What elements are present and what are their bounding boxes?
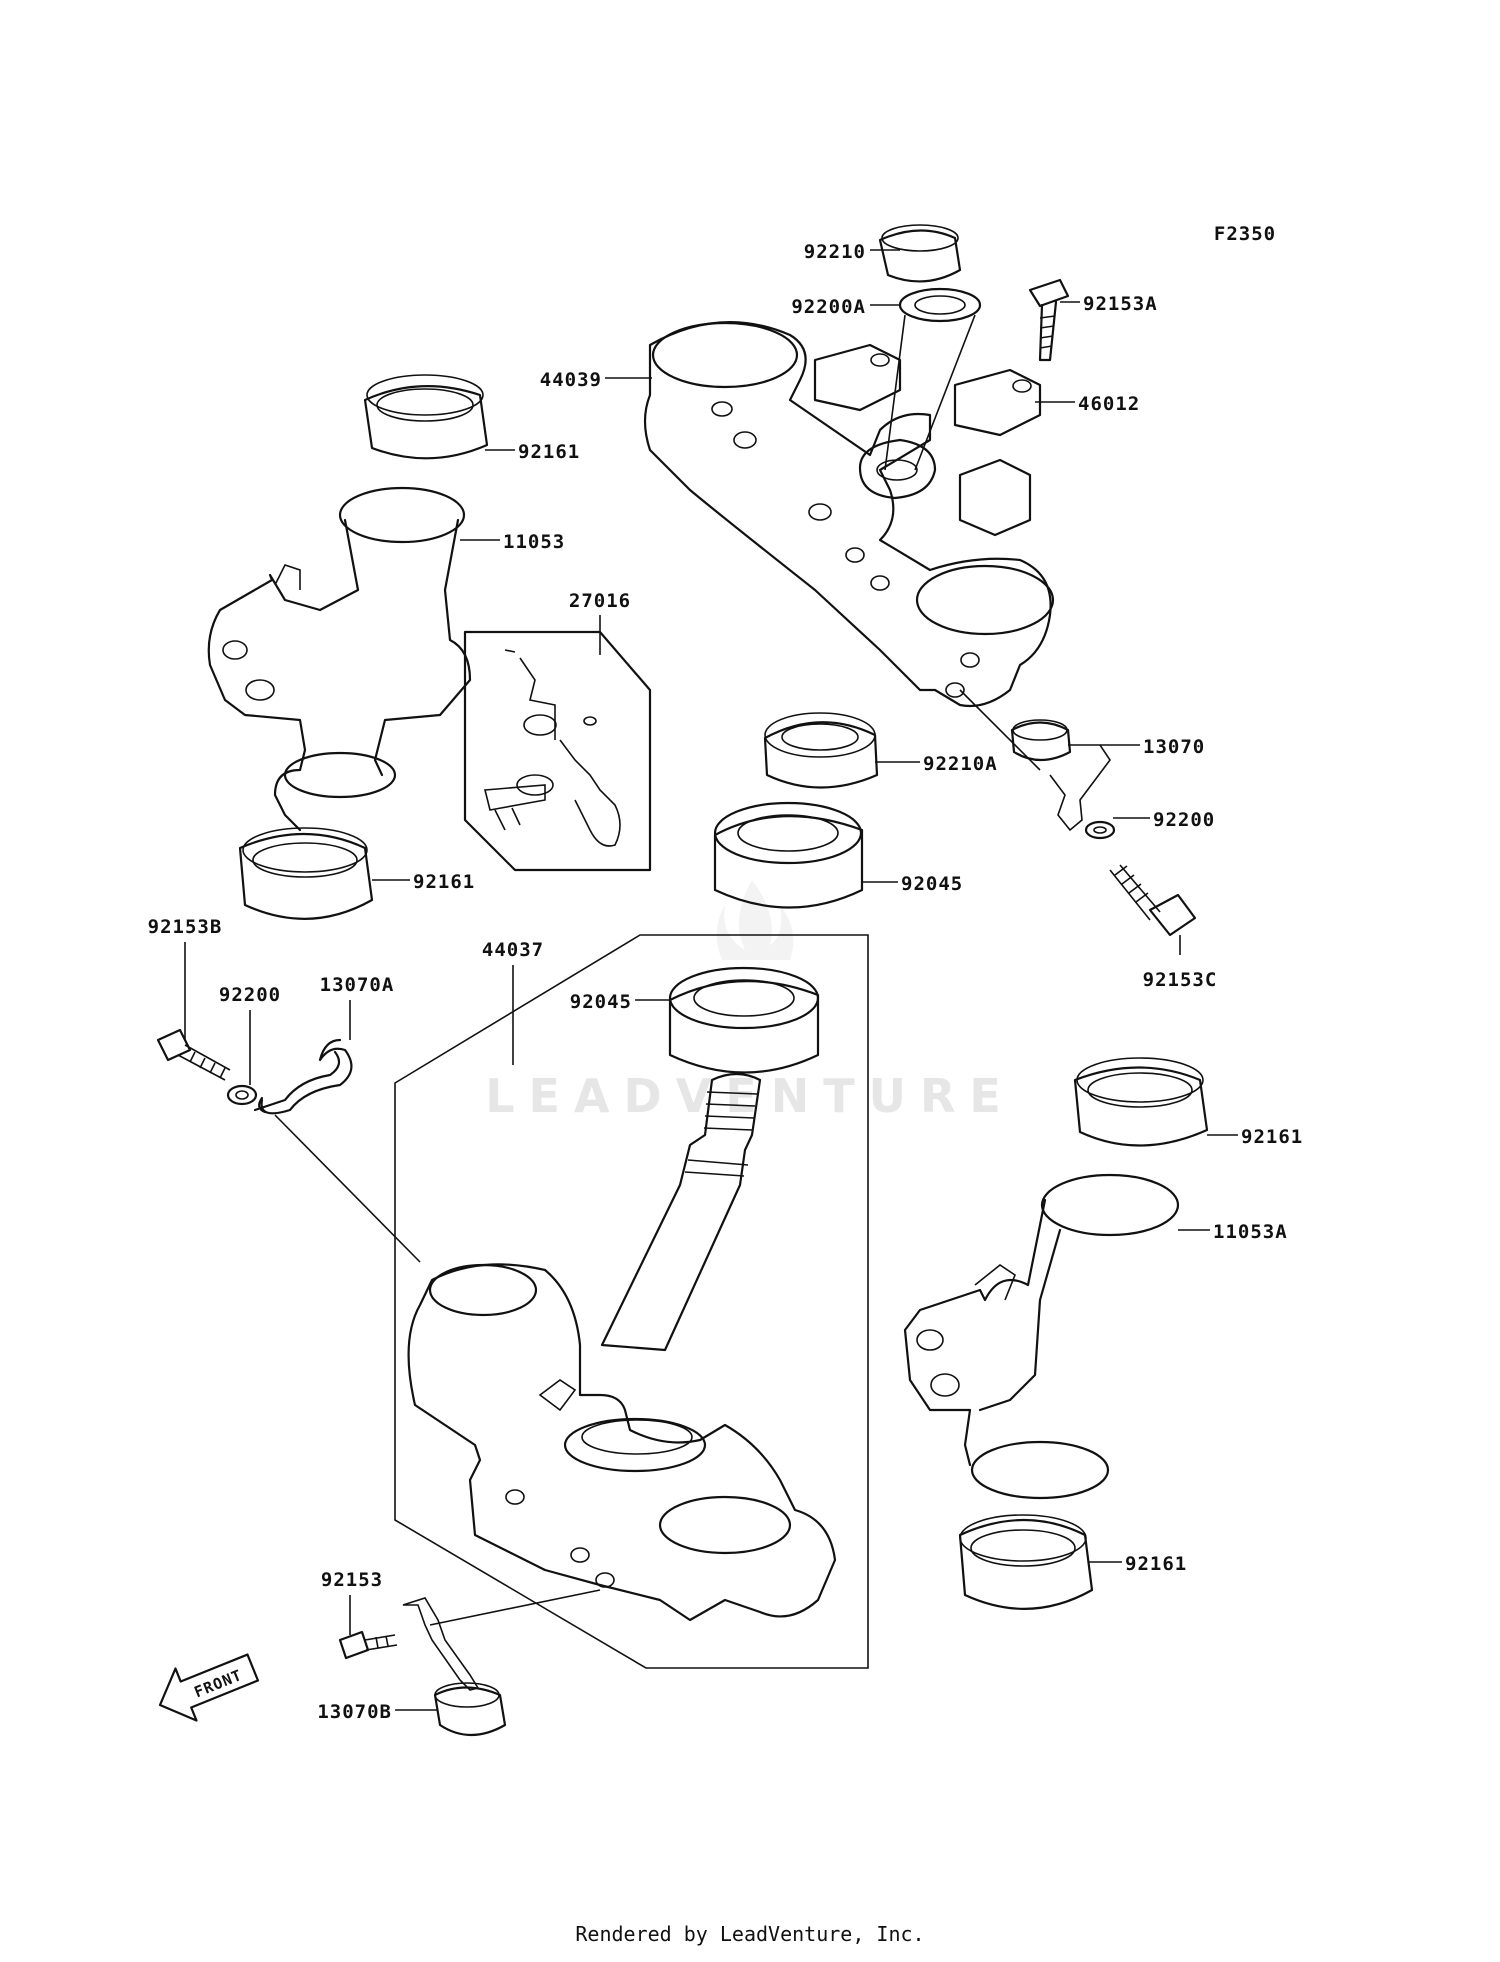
seal-92161-upper-right (1073, 1057, 1209, 1147)
bolt-92153 (338, 1630, 398, 1660)
bracket-11053A (903, 1173, 1180, 1500)
guide-13070B (402, 1589, 601, 1736)
bolt-92153B (156, 1028, 231, 1081)
label-11053: 11053 (503, 531, 565, 553)
bearing-92045-upper (713, 801, 864, 909)
bolt-92153C (1109, 864, 1197, 937)
seal-92161-lower-right (958, 1514, 1094, 1610)
label-92161-d: 92161 (1125, 1553, 1187, 1575)
label-92153A: 92153A (1083, 293, 1158, 315)
label-92045-a: 92045 (901, 873, 963, 895)
guide-13070 (959, 689, 1111, 832)
footer-credit: Rendered by LeadVenture, Inc. (575, 1922, 925, 1946)
label-44039: 44039 (540, 369, 602, 391)
label-92153C: 92153C (1143, 969, 1218, 991)
seal-92161-top-left (363, 374, 489, 460)
label-27016: 27016 (569, 590, 631, 612)
label-46012: 46012 (1078, 393, 1140, 415)
label-92200-a: 92200 (1153, 809, 1215, 831)
bracket-11053 (207, 486, 472, 832)
upper-triple-clamp-44039 (643, 321, 1055, 708)
label-92161-a: 92161 (518, 441, 580, 463)
bolt-92153A (1028, 278, 1070, 362)
label-92045-b: 92045 (570, 991, 632, 1013)
part-labels: 92210 92200A 92153A 44039 46012 92161 11… (148, 241, 1303, 1723)
label-92153: 92153 (321, 1569, 383, 1591)
washer-92200-right (1084, 820, 1116, 840)
label-92210: 92210 (804, 241, 866, 263)
watermark-logo-icon (716, 880, 794, 960)
seal-92161-mid-left (238, 827, 374, 920)
label-92200A: 92200A (791, 296, 866, 318)
label-92153B: 92153B (148, 916, 223, 938)
lower-triple-clamp-44037 (394, 934, 869, 1669)
label-92200-b: 92200 (219, 984, 281, 1006)
label-13070B: 13070B (317, 1701, 392, 1723)
label-92161-b: 92161 (413, 871, 475, 893)
locknut-92210A (763, 712, 879, 789)
washer-92200-left (226, 1084, 258, 1106)
switch-kit-27016 (463, 630, 652, 872)
label-92210A: 92210A (923, 753, 998, 775)
label-92161-c: 92161 (1241, 1126, 1303, 1148)
cap-nut-92210 (878, 224, 962, 283)
label-11053A: 11053A (1213, 1221, 1288, 1243)
label-13070: 13070 (1143, 736, 1205, 758)
label-13070A: 13070A (320, 974, 395, 996)
watermark-text: LEADVENTURE (485, 1069, 1015, 1123)
front-arrow-icon: FRONT (158, 1653, 260, 1722)
washer-92200A (884, 287, 982, 471)
leader-lines (184, 249, 1238, 1711)
guide-13070A (253, 1038, 421, 1263)
diagram-id: F2350 (1214, 223, 1276, 245)
label-44037: 44037 (482, 939, 544, 961)
